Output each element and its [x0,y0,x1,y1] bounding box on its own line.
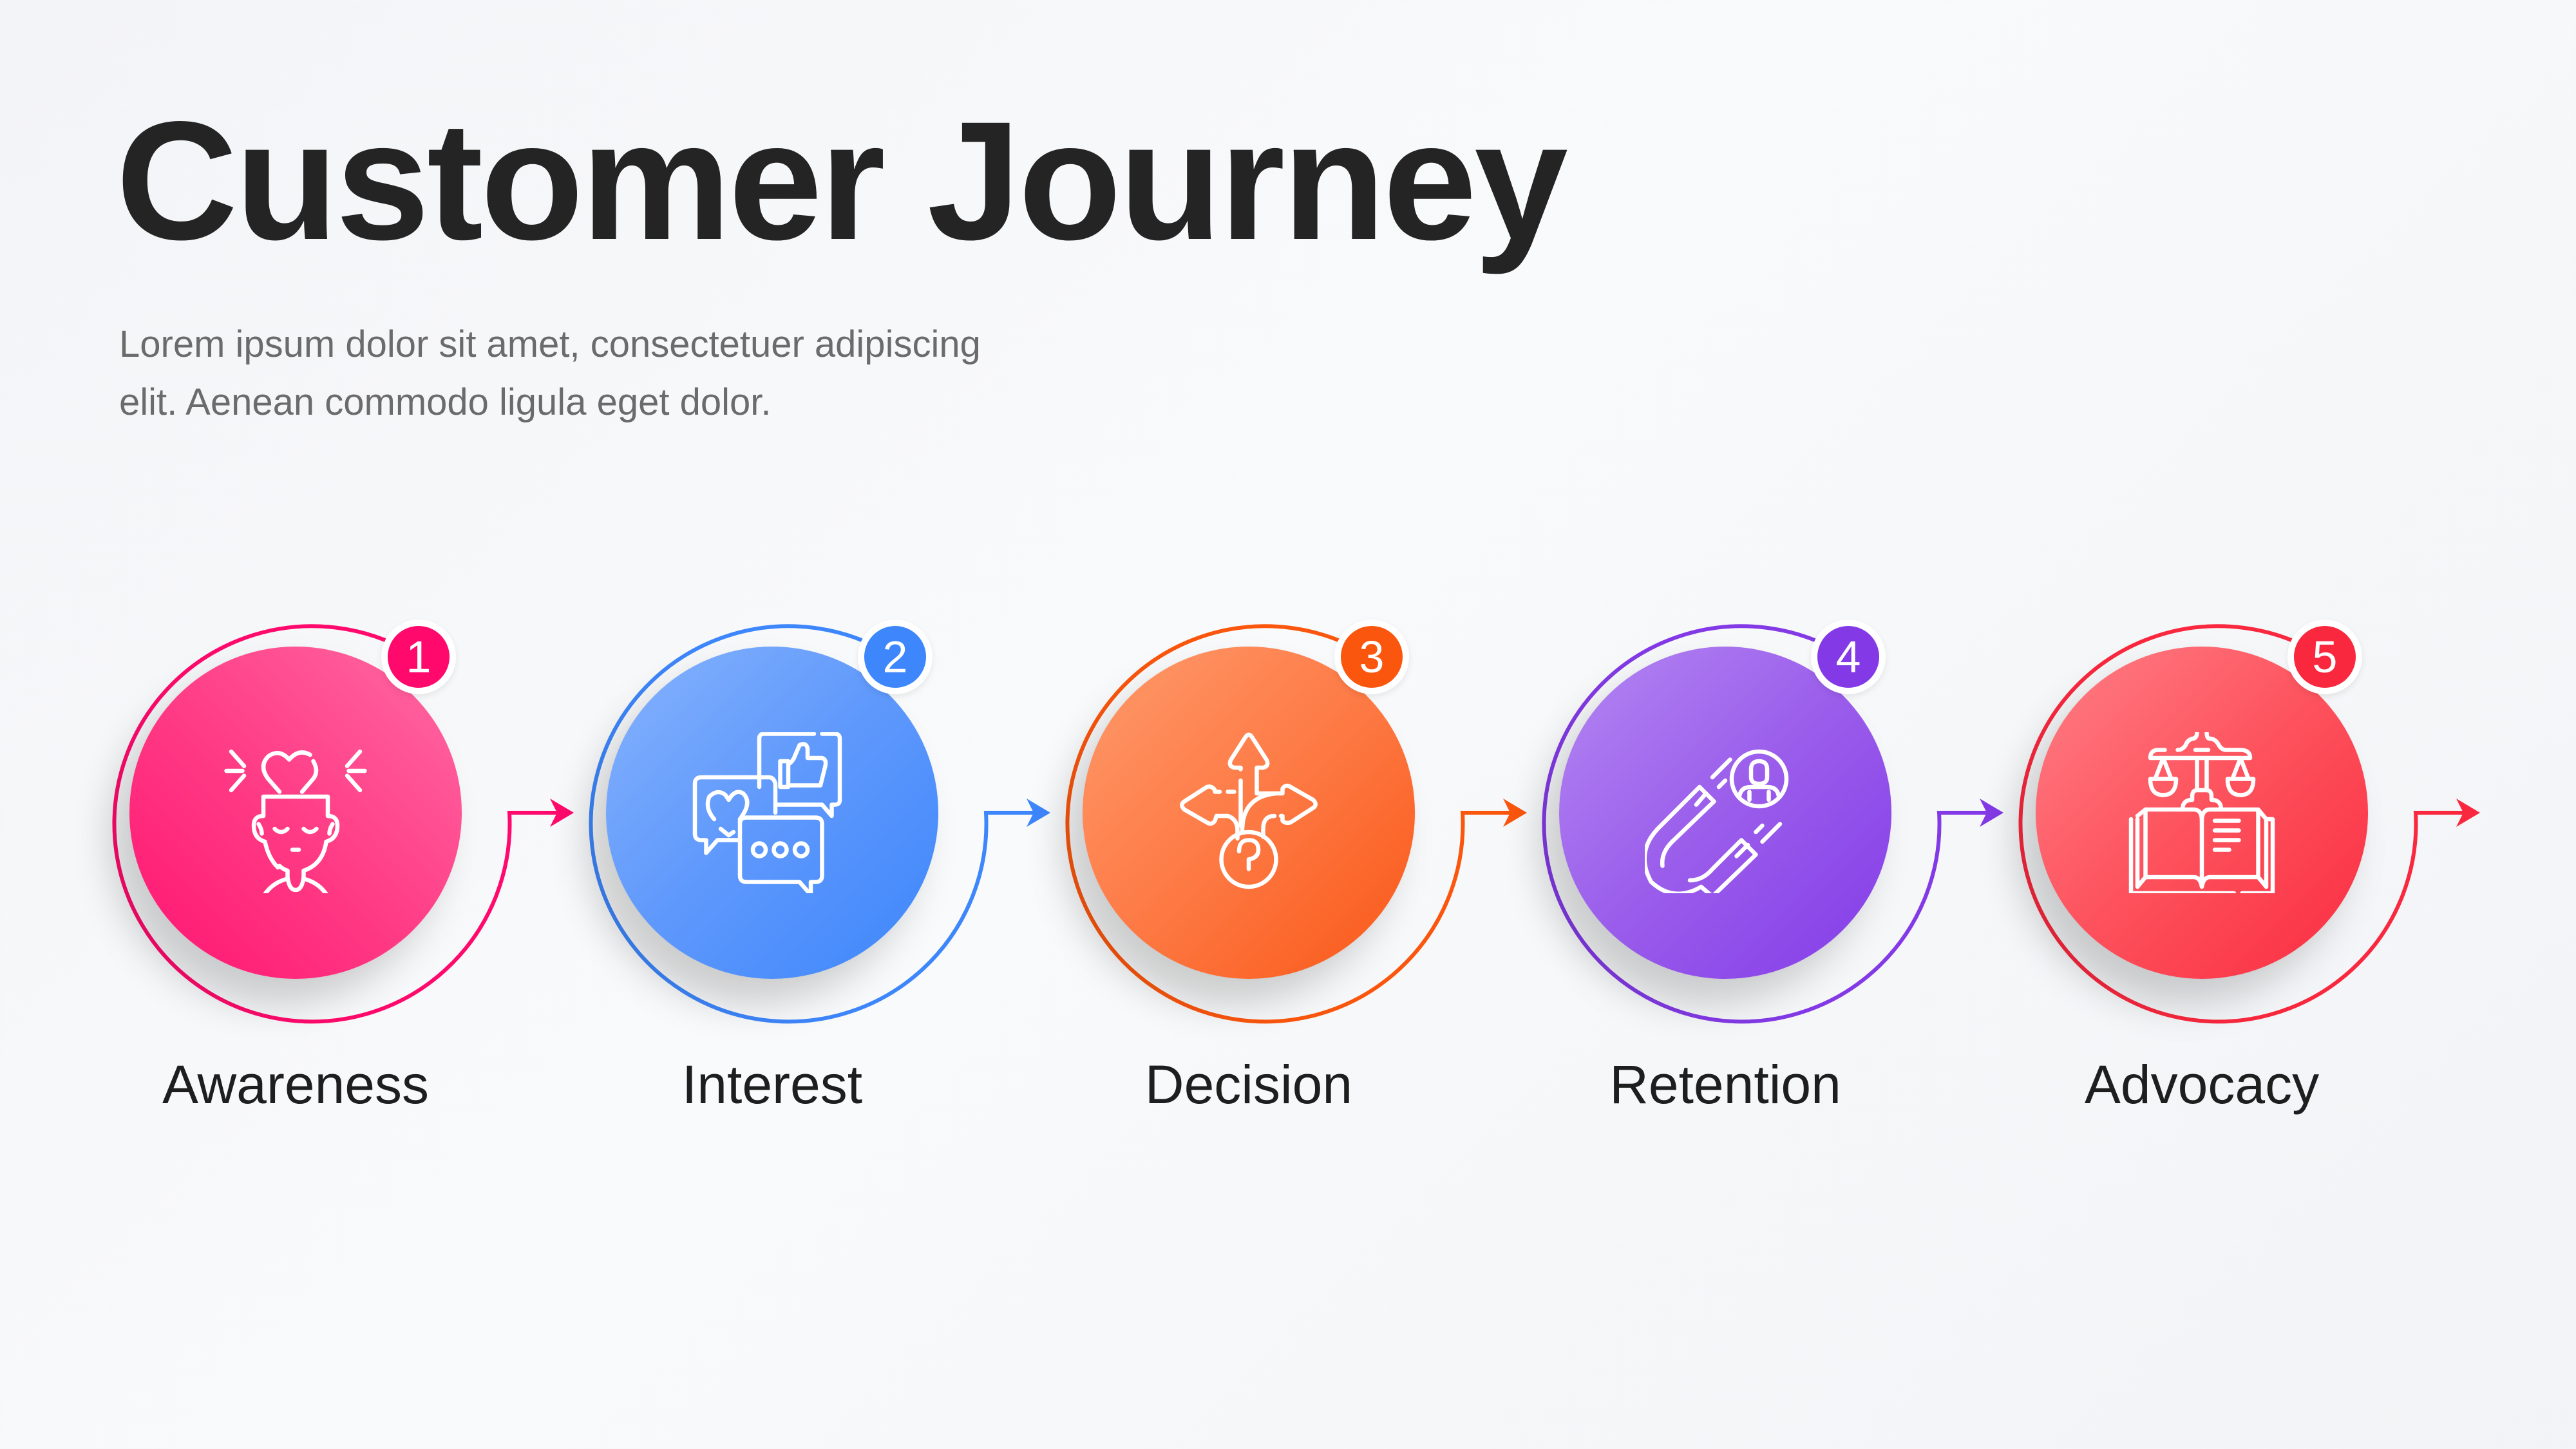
mind-heart-icon [224,749,367,893]
journey-step-decision: 3 Decision [1065,620,1725,1392]
page-subtitle: Lorem ipsum dolor sit amet, consectetuer… [119,316,1214,431]
chat-feedback-icon [692,732,842,893]
step-label: Retention [1609,1054,1841,1115]
step-disc [129,647,462,979]
step-number-badge: 5 [2287,620,2362,694]
step-number-badge: 4 [1811,620,1886,694]
page-title: Customer Journey [116,86,1568,275]
journey-step-retention: 4 Retention [1542,620,2202,1392]
step-disc [1083,647,1415,979]
journey-step-awareness: 1 Awareness [112,620,772,1392]
step-label: Interest [681,1054,863,1115]
journey-step-interest: 2 Interest [589,620,1249,1392]
journey-step-advocacy: 5 Advocacy [2018,620,2576,1392]
subtitle-line-1: Lorem ipsum dolor sit amet, consectetuer… [119,323,981,365]
subtitle-line-2: elit. Aenean commodo ligula eget dolor. [119,381,772,423]
step-number-badge: 1 [381,620,456,694]
law-book-scale-icon [2128,732,2275,893]
step-label: Decision [1144,1054,1353,1115]
magnet-customer-icon [1645,749,1789,893]
step-number-badge: 3 [1334,620,1409,694]
step-label: Awareness [162,1054,429,1115]
crossroads-question-icon [1180,732,1318,889]
step-disc [606,647,938,979]
step-disc [1559,647,1891,979]
step-disc [2036,647,2368,979]
step-label: Advocacy [2084,1054,2320,1115]
step-number-badge: 2 [858,620,933,694]
